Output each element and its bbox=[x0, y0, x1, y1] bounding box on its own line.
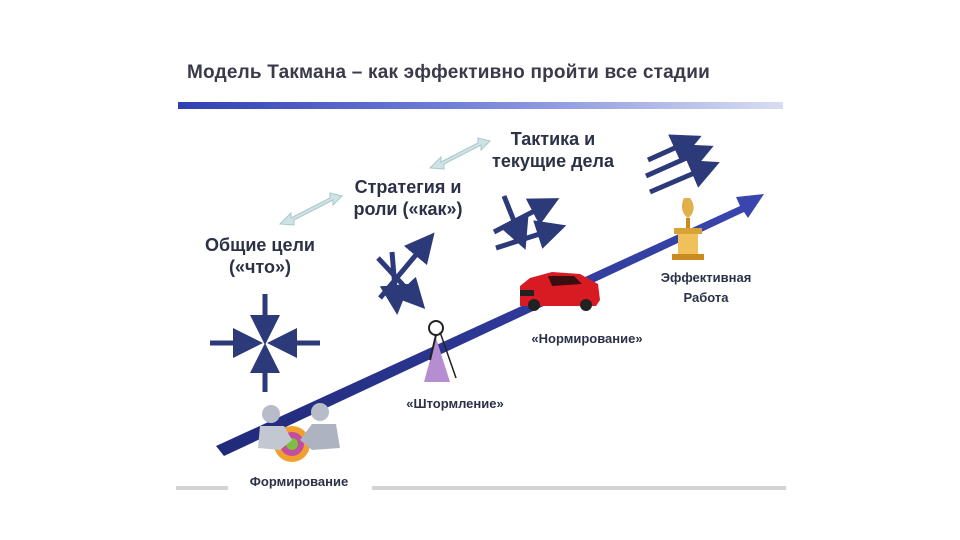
tactics-label-line2: текущие дела bbox=[492, 151, 614, 171]
goals-label: Общие цели («что») bbox=[190, 234, 330, 278]
tactics-label-line1: Тактика и bbox=[510, 129, 596, 149]
parallel-arrows-icon bbox=[644, 134, 720, 195]
handshake-icon bbox=[258, 403, 340, 462]
slide-title: Модель Такмана – как эффективно пройти в… bbox=[187, 62, 710, 83]
tactics-label: Тактика и текущие дела bbox=[478, 128, 628, 172]
performing-label-line1: Эффективная bbox=[660, 270, 752, 285]
bottom-divider-left bbox=[176, 486, 228, 490]
trophy-icon bbox=[672, 198, 704, 260]
forming-label: Формирование bbox=[249, 474, 349, 489]
double-arrow-strategy-tactics bbox=[428, 137, 491, 170]
norming-label: «Нормирование» bbox=[531, 331, 643, 346]
double-arrow-goals-strategy bbox=[278, 192, 343, 226]
inward-arrows-icon bbox=[210, 294, 320, 392]
main-progress-arrow bbox=[216, 194, 764, 456]
converging-arrows-icon bbox=[492, 195, 567, 251]
goals-label-line2: («что») bbox=[228, 257, 292, 277]
performing-label: Эффективная Работа bbox=[646, 268, 766, 308]
crossing-arrows-icon bbox=[376, 232, 435, 315]
strategy-label-line2: роли («как») bbox=[353, 199, 463, 219]
storming-label: «Штормление» bbox=[406, 396, 504, 411]
strategy-label-line1: Стратегия и bbox=[354, 177, 462, 197]
bottom-divider-right bbox=[372, 486, 786, 490]
strategy-label: Стратегия и роли («как») bbox=[338, 176, 478, 220]
climber-icon bbox=[424, 320, 457, 382]
goals-label-line1: Общие цели bbox=[205, 235, 315, 255]
title-underline bbox=[178, 102, 783, 109]
performing-label-line2: Работа bbox=[683, 290, 729, 305]
car-icon bbox=[520, 272, 600, 311]
